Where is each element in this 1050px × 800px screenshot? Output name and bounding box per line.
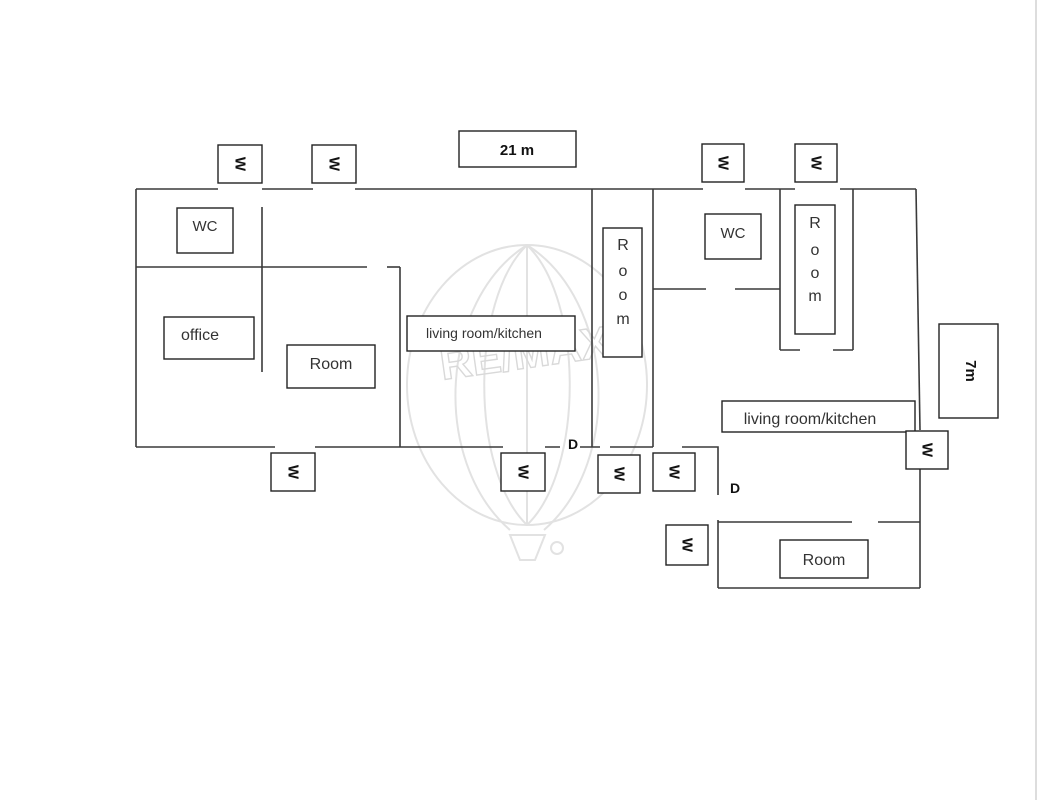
room-mid-letter: o <box>619 287 628 304</box>
window-marker: W <box>597 454 641 494</box>
room-bottom-right-box <box>779 539 869 579</box>
door-mid-label: D <box>568 436 578 452</box>
window-label: W <box>919 443 936 458</box>
living-right-box <box>721 400 916 433</box>
window-marker: W <box>665 524 709 566</box>
window-label: W <box>666 465 683 480</box>
window-label: W <box>285 465 302 480</box>
window-marker: W <box>270 452 316 492</box>
window-label: W <box>232 157 249 172</box>
window-marker: W <box>311 144 357 184</box>
living-left-box <box>406 315 576 352</box>
room-left-box <box>286 344 376 389</box>
room-right-label: R o o m <box>808 215 821 305</box>
window-label: W <box>611 467 628 482</box>
wc-right-box <box>704 213 762 260</box>
height-dimension-label: 7m <box>962 360 979 382</box>
window-label: W <box>679 538 696 553</box>
window-marker: W <box>905 430 949 470</box>
left-unit-walls <box>135 188 654 448</box>
window-label: W <box>515 465 532 480</box>
window-marker: W <box>652 452 696 492</box>
room-mid-label: R o o m <box>616 237 629 328</box>
window-label: W <box>808 156 825 171</box>
room-mid-box <box>602 227 643 358</box>
room-right-letter: o <box>811 265 820 282</box>
office-label: office <box>181 327 219 344</box>
window-marker: W <box>500 452 546 492</box>
room-mid-letter: R <box>617 237 629 254</box>
wc-left-box <box>176 207 234 254</box>
width-dimension-label: 21 m <box>500 142 534 159</box>
window-marker: W <box>217 144 263 184</box>
width-dimension-box <box>458 130 577 168</box>
window-markers: W W W W W W W W <box>217 143 949 566</box>
room-bottom-right-label: Room <box>803 552 846 569</box>
window-marker: W <box>794 143 838 183</box>
room-mid-letter: o <box>619 263 628 280</box>
office-box <box>163 316 255 360</box>
room-left-label: Room <box>310 356 353 373</box>
door-right-label: D <box>730 480 740 496</box>
window-label: W <box>715 156 732 171</box>
room-right-letter: R <box>809 215 821 232</box>
right-unit-walls <box>653 188 921 589</box>
room-right-letter: o <box>811 242 820 259</box>
room-right-letter: m <box>808 288 821 305</box>
room-right-box <box>794 204 836 335</box>
living-right-label: living room/kitchen <box>744 411 877 428</box>
window-marker: W <box>701 143 745 183</box>
wc-right-label: WC <box>721 225 746 242</box>
living-left-label: living room/kitchen <box>426 325 542 341</box>
room-mid-letter: m <box>616 311 629 328</box>
wc-left-label: WC <box>193 218 218 235</box>
window-label: W <box>326 157 343 172</box>
height-dimension-box <box>938 323 999 419</box>
